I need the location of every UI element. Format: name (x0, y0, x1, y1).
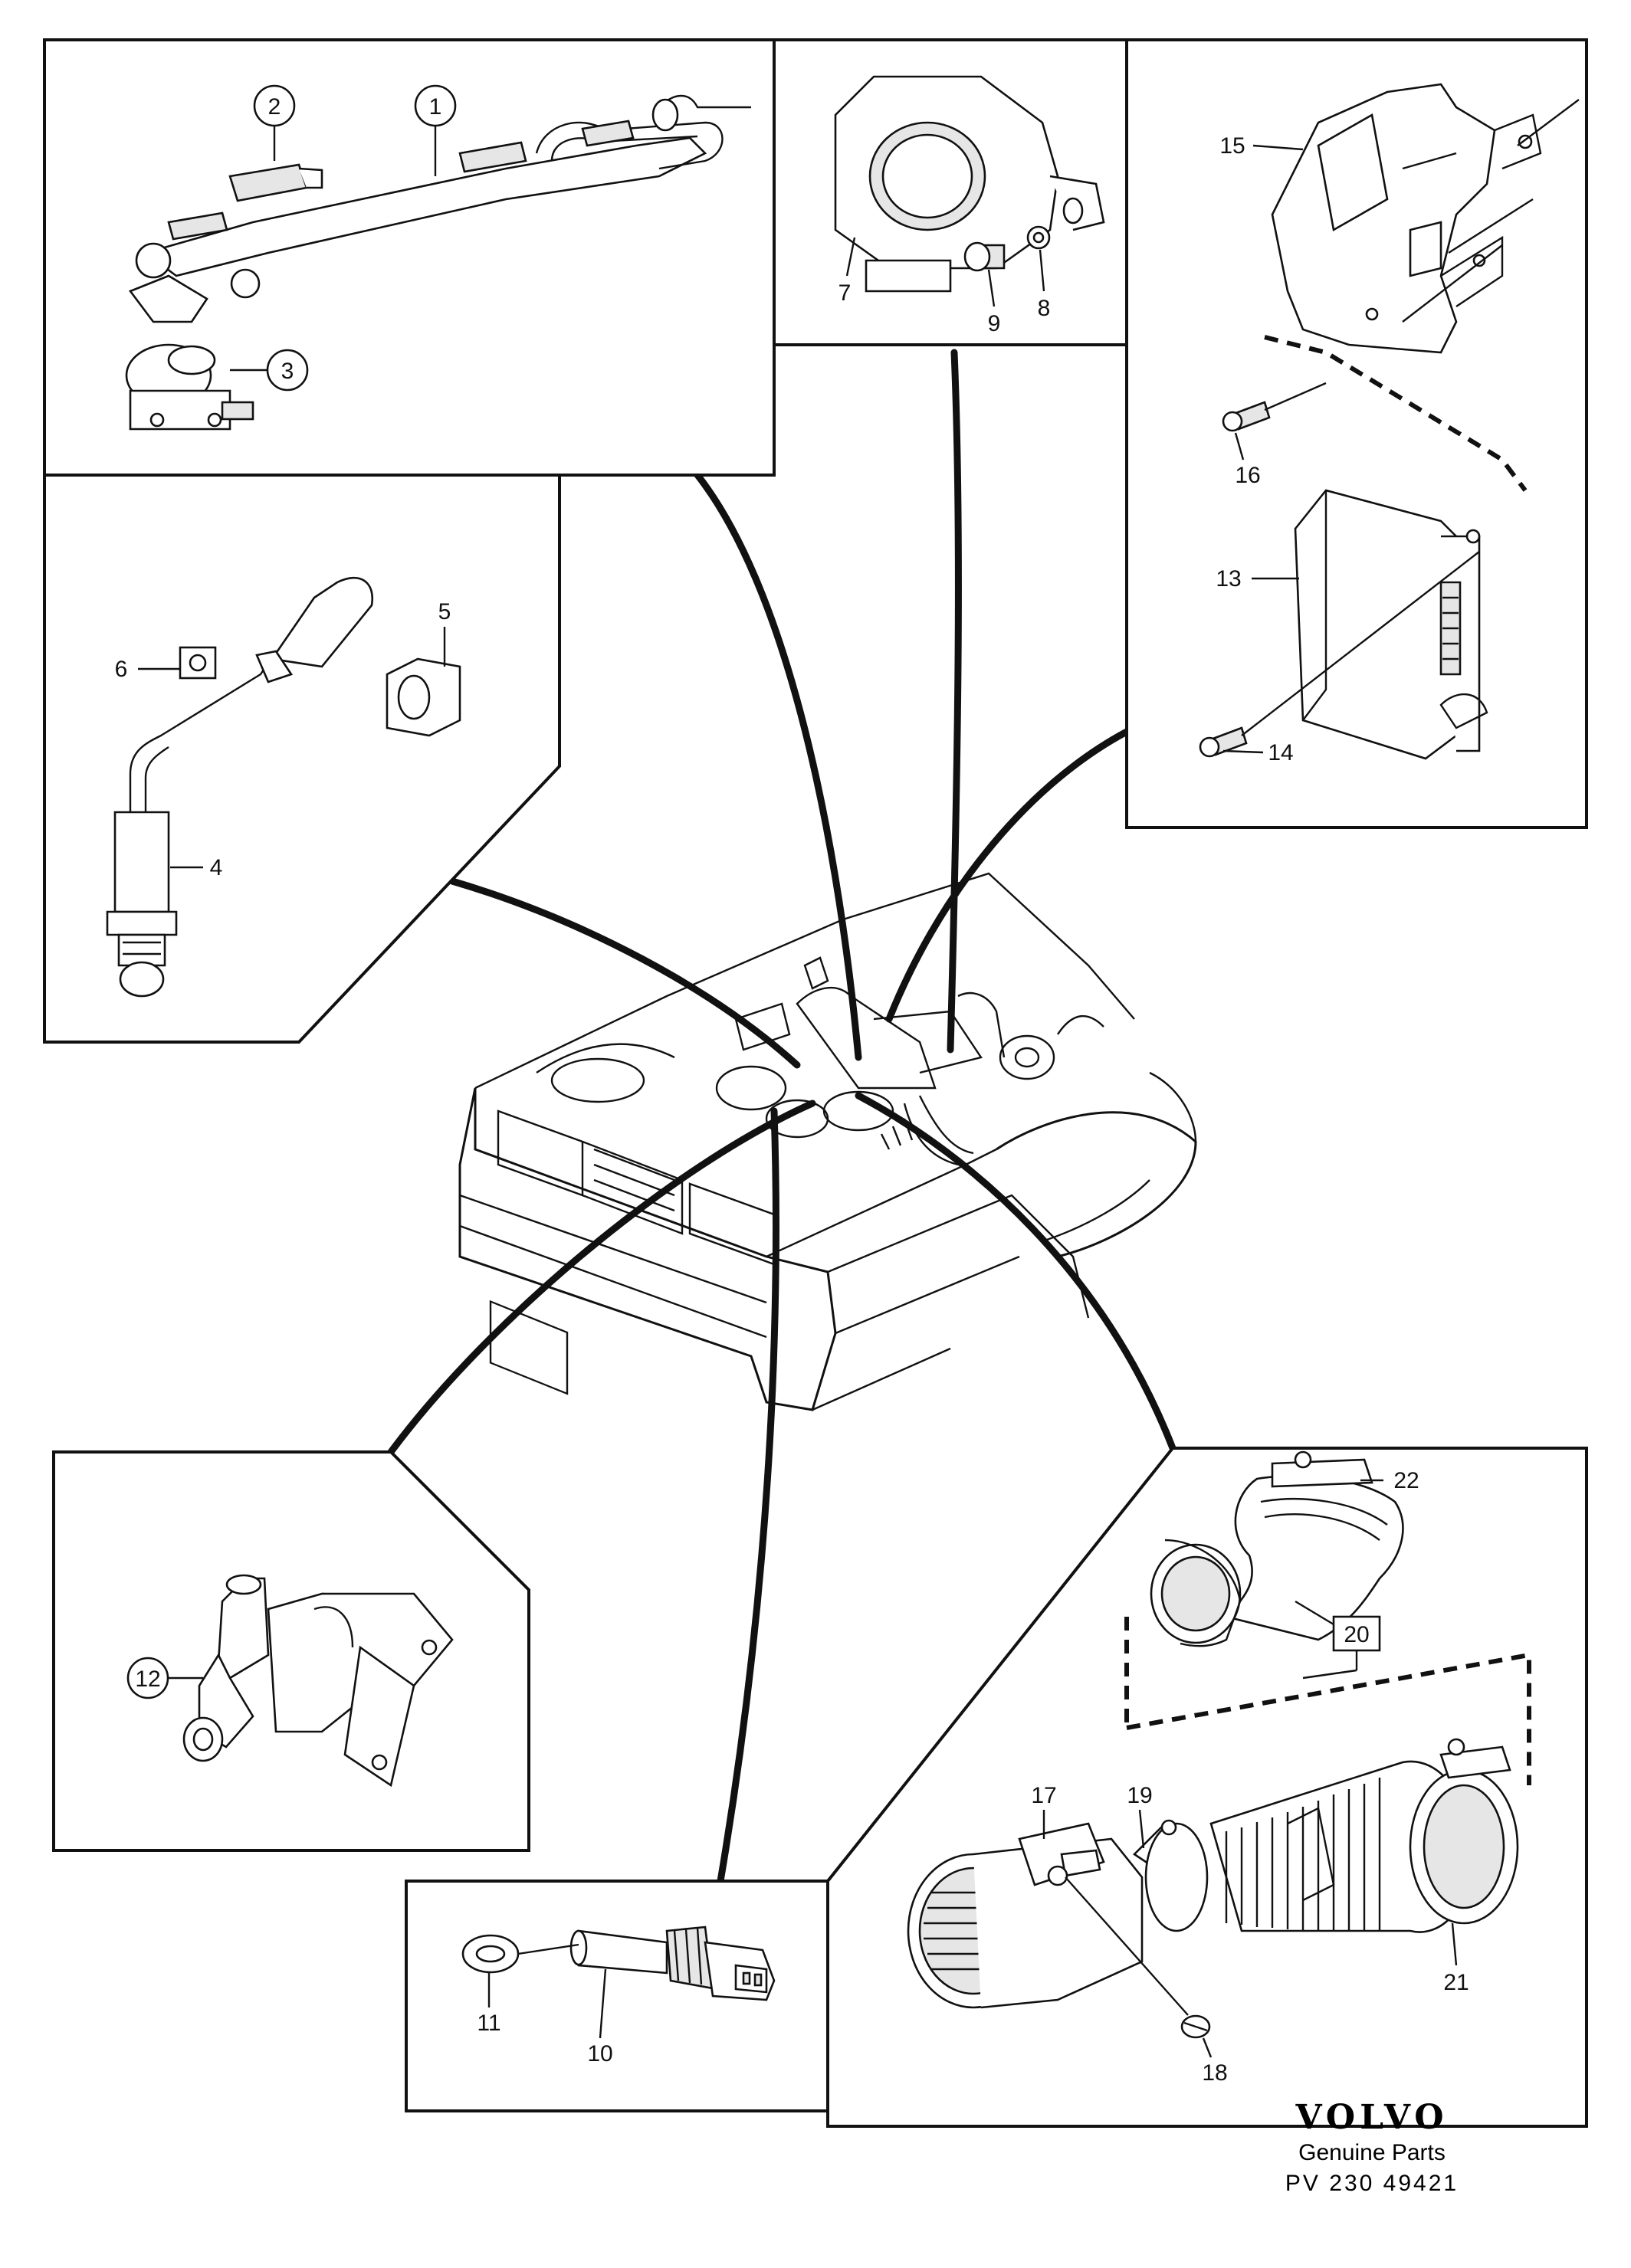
callout-2: 2 (268, 94, 281, 120)
callout-19: 19 (1127, 1783, 1152, 1808)
callout-7: 7 (838, 280, 852, 306)
callout-18: 18 (1202, 2060, 1227, 2086)
panel-idle-valve: 12 (52, 1450, 530, 1852)
panel-throttle-switch: 7 9 8 (773, 38, 1128, 346)
connector-lines (387, 349, 1176, 1885)
panel-lambda-sensor: 5 6 4 (43, 474, 561, 1044)
panel-temp-sensor: 11 10 (405, 1880, 829, 2112)
diagram-code: PV 230 49421 (1285, 2171, 1459, 2196)
panel-airflow-meter: 20 22 17 19 21 (826, 1447, 1588, 2128)
callout-5: 5 (438, 599, 451, 624)
callout-13: 13 (1216, 566, 1241, 592)
callout-12: 12 (135, 1667, 160, 1692)
callout-20: 20 (1344, 1622, 1369, 1647)
callout-15: 15 (1219, 133, 1245, 159)
callout-21: 21 (1443, 1970, 1469, 1995)
callout-9: 9 (988, 311, 1001, 336)
panel-control-unit: 15 16 13 14 (1125, 38, 1588, 829)
brand-block: VOLVO Genuine Parts PV 230 49421 (1257, 2098, 1487, 2199)
callout-6: 6 (115, 657, 128, 682)
callout-1: 1 (429, 94, 442, 120)
callout-4: 4 (210, 855, 223, 880)
callout-14: 14 (1268, 740, 1293, 765)
callout-3: 3 (281, 359, 294, 384)
callout-10: 10 (587, 2041, 612, 2066)
callout-8: 8 (1038, 296, 1051, 321)
brand-subtitle: Genuine Parts (1298, 2140, 1446, 2165)
brand-logo: VOLVO (1295, 2098, 1449, 2137)
panel-fuel-rail: 1 2 3 (43, 38, 776, 477)
callout-16: 16 (1235, 463, 1260, 488)
car-illustration (458, 872, 1197, 1411)
callout-22: 22 (1393, 1468, 1419, 1493)
callout-17: 17 (1031, 1783, 1056, 1808)
callout-11: 11 (477, 2011, 500, 2036)
